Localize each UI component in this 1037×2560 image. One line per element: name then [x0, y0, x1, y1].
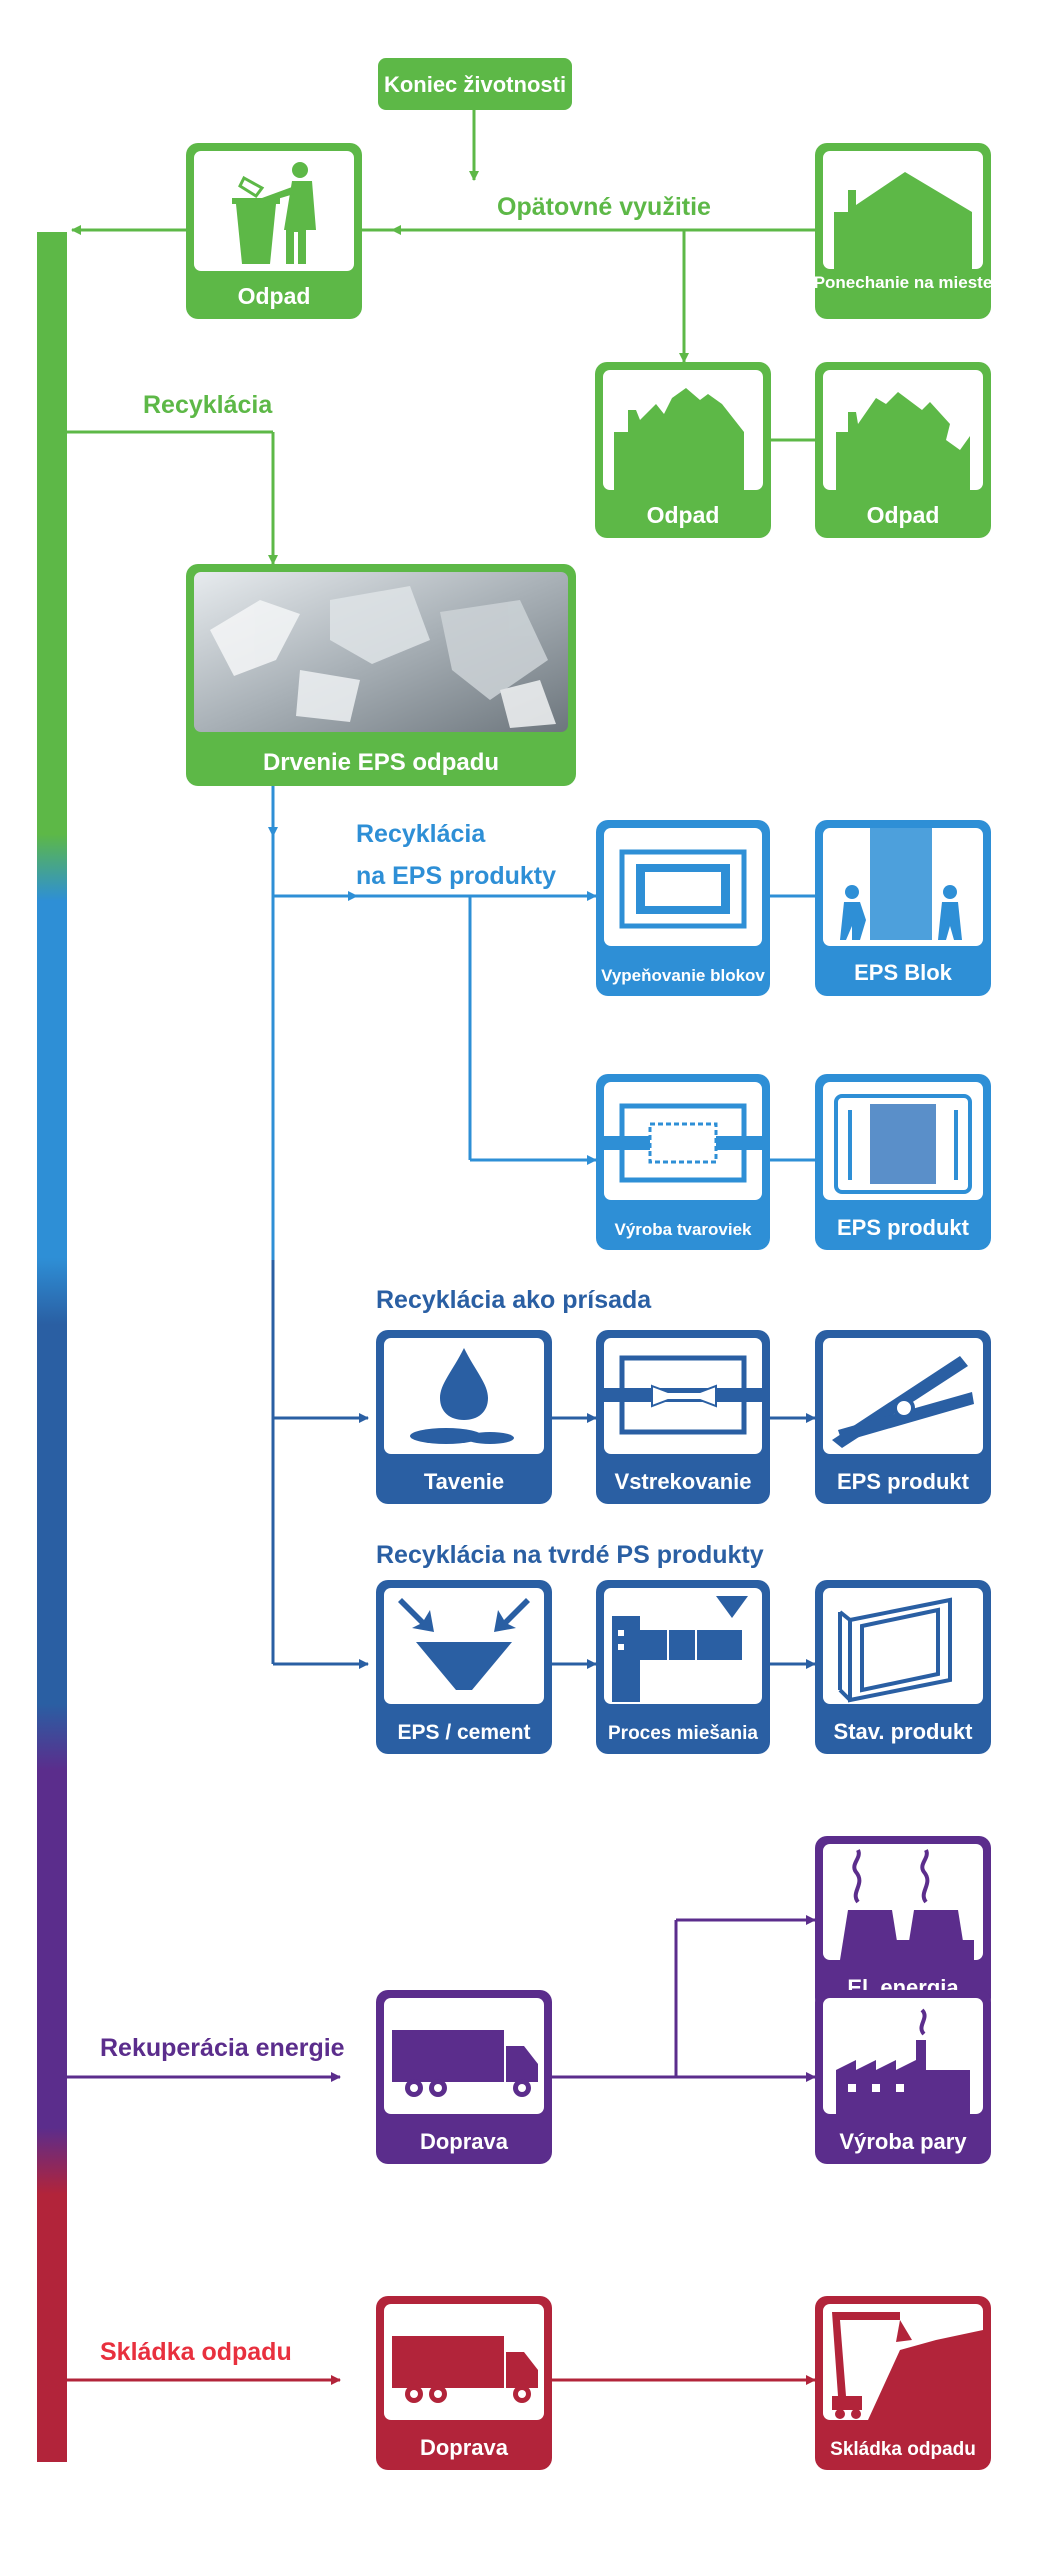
melting-box: Tavenie	[376, 1330, 552, 1504]
blue-connectors	[268, 786, 815, 1320]
waste-bin-label: Odpad	[238, 283, 311, 309]
purple-connectors	[67, 1915, 816, 2082]
eps-cement-label: EPS / cement	[397, 1721, 530, 1744]
landfill-box: Skládka odpadu	[815, 2296, 991, 2470]
ruined-house-icon	[836, 392, 970, 490]
house-waste-label-2: Odpad	[867, 502, 940, 528]
mixer-machine-icon	[612, 1596, 748, 1702]
eps-products-heading-line1: Recyklácia	[356, 820, 486, 848]
wall-panel-icon	[838, 1597, 952, 1703]
cooling-tower-icon	[840, 1849, 974, 1960]
truck-icon	[392, 2030, 538, 2097]
landfill-excavator-icon	[832, 2312, 983, 2420]
eps-block-box: EPS Blok	[815, 820, 991, 996]
demolished-house-icon	[614, 388, 744, 490]
mixing-box: Proces miešania	[596, 1580, 770, 1754]
block-foaming-box: Vypeňovanie blokov	[596, 820, 770, 996]
clothespin-icon	[832, 1356, 974, 1448]
navy-connectors	[271, 1260, 816, 1669]
melting-drop-icon	[410, 1348, 514, 1444]
landfill-label: Skládka odpadu	[830, 2439, 976, 2460]
eps-product-label-clothespin: EPS produkt	[837, 1469, 970, 1494]
energy-transport-box: Doprava	[376, 1990, 552, 2164]
energy-transport-label: Doprava	[420, 2129, 509, 2154]
eps-products-heading-line2: na EPS produkty	[356, 862, 556, 890]
block-foaming-label: Vypeňovanie blokov	[601, 966, 765, 985]
melting-label: Tavenie	[424, 1469, 504, 1494]
energy-heading: Rekuperácia energie	[100, 2034, 345, 2062]
injection-mould-icon	[604, 1355, 762, 1435]
trash-bin-icon	[232, 162, 316, 264]
crushing-label: Drvenie EPS odpadu	[263, 749, 499, 776]
molding-label: Výroba tvaroviek	[614, 1220, 752, 1239]
end-of-life-label: Koniec životnosti	[384, 72, 566, 97]
waste-bin-box: Odpad	[186, 143, 362, 319]
eps-fragments-image	[210, 586, 556, 728]
molding-machine-icon	[604, 1103, 762, 1183]
building-product-box: Stav. produkt	[815, 1580, 991, 1754]
end-of-life-box: Koniec životnosti	[378, 58, 572, 110]
landfill-transport-label: Doprava	[420, 2435, 509, 2460]
additive-heading: Recyklácia ako prísada	[376, 1286, 652, 1314]
funnel-icon	[398, 1598, 530, 1690]
house-waste-box-2: Odpad	[815, 362, 991, 538]
factory-icon	[836, 2008, 970, 2114]
landfill-transport-box: Doprava	[376, 2296, 552, 2470]
molding-box: Výroba tvaroviek	[596, 1074, 770, 1250]
house-waste-label-1: Odpad	[647, 502, 720, 528]
landfill-truck-icon	[392, 2336, 538, 2403]
hard-ps-heading: Recyklácia na tvrdé PS produkty	[376, 1541, 764, 1569]
building-product-label: Stav. produkt	[834, 1719, 974, 1744]
mixing-label: Proces miešania	[608, 1723, 758, 1744]
recycling-heading: Recyklácia	[143, 391, 273, 419]
eps-product-label-molded: EPS produkt	[837, 1215, 970, 1240]
steam-box: Výroba pary	[815, 1990, 991, 2164]
electricity-box: El. energia	[815, 1836, 991, 2010]
eps-cement-box: EPS / cement	[376, 1580, 552, 1754]
steam-label: Výroba pary	[839, 2129, 967, 2154]
block-mould-icon	[619, 849, 747, 929]
reuse-label: Opätovné využitie	[497, 193, 711, 221]
injection-box: Vstrekovanie	[596, 1330, 770, 1504]
eps-block-icon	[840, 828, 962, 940]
eps-product-box-clothespin: EPS produkt	[815, 1330, 991, 1504]
eps-product-box-molded: EPS produkt	[815, 1074, 991, 1250]
leave-in-place-box: Ponechanie na mieste	[814, 143, 993, 319]
injection-label: Vstrekovanie	[615, 1469, 752, 1494]
landfill-heading: Skládka odpadu	[100, 2338, 292, 2366]
leave-in-place-label: Ponechanie na mieste	[814, 273, 993, 292]
main-trunk-bar	[37, 232, 67, 2462]
house-icon	[834, 172, 972, 269]
crushing-box: Drvenie EPS odpadu	[186, 564, 576, 786]
house-waste-box-1: Odpad	[595, 362, 771, 538]
molded-part-icon	[834, 1094, 972, 1194]
eps-block-label: EPS Blok	[854, 960, 953, 985]
